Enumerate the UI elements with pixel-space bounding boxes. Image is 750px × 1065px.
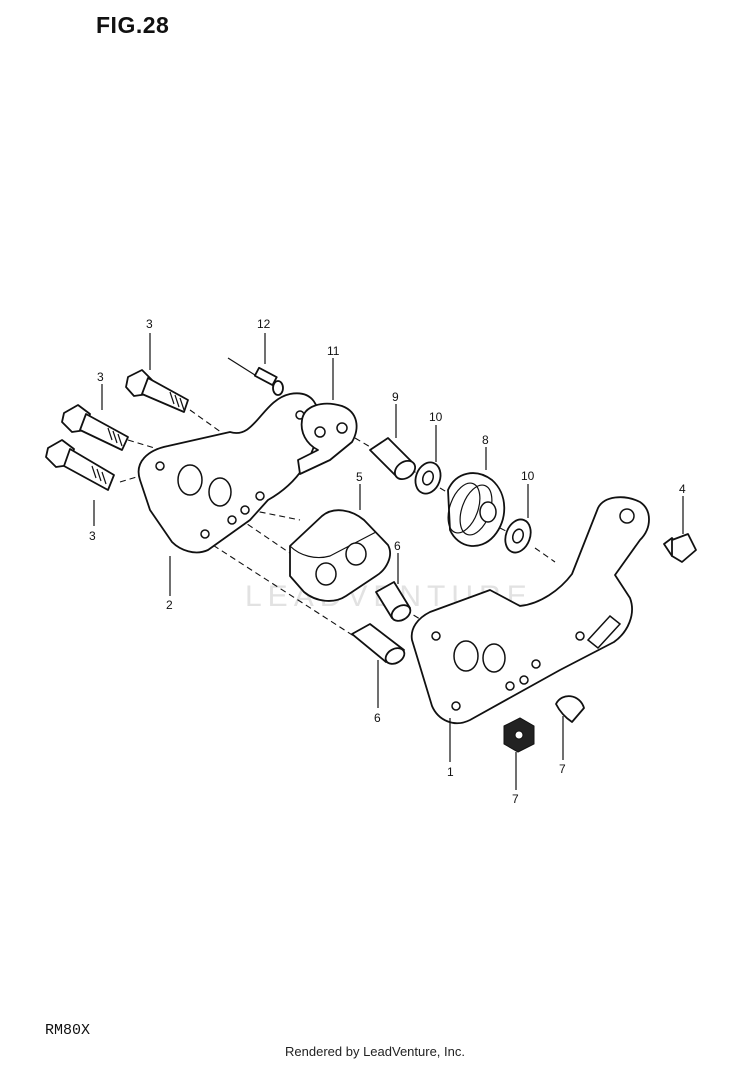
part-10-washer-left bbox=[414, 461, 442, 495]
callout-3-top: 3 bbox=[146, 317, 153, 331]
part-3-bolt-upper bbox=[125, 369, 189, 413]
callout-8: 8 bbox=[482, 433, 489, 447]
callout-7-nut: 7 bbox=[512, 792, 519, 806]
callout-7-clip: 7 bbox=[559, 762, 566, 776]
part-5-damper-block bbox=[289, 509, 391, 602]
part-2-left-mounting-plate bbox=[137, 392, 320, 554]
part-8-rubber-bushing bbox=[447, 472, 506, 547]
callout-3-bottom: 3 bbox=[89, 529, 96, 543]
part-9-spacer bbox=[369, 437, 417, 480]
callout-6-upper: 6 bbox=[394, 539, 401, 553]
model-code: RM80X bbox=[45, 1022, 91, 1039]
part-3-bolt-middle bbox=[61, 404, 129, 451]
callout-1: 1 bbox=[447, 765, 454, 779]
part-4-flange-bolt bbox=[663, 533, 697, 563]
callout-3-middle: 3 bbox=[97, 370, 104, 384]
callout-4: 4 bbox=[679, 482, 686, 496]
part-10-washer-right bbox=[504, 518, 532, 554]
callout-leaders bbox=[93, 333, 684, 790]
part-7-nut bbox=[503, 717, 535, 753]
part-11-bracket bbox=[297, 402, 358, 475]
callout-10-left: 10 bbox=[429, 410, 443, 424]
callout-11: 11 bbox=[327, 344, 340, 358]
callout-2: 2 bbox=[166, 598, 173, 612]
part-3-bolt-lower bbox=[45, 439, 115, 491]
callout-9: 9 bbox=[392, 390, 399, 404]
part-12-rivet bbox=[227, 357, 284, 396]
part-1-right-mounting-plate bbox=[410, 496, 650, 725]
figure-title: FIG.28 bbox=[96, 12, 170, 38]
footer-credit: Rendered by LeadVenture, Inc. bbox=[285, 1044, 465, 1059]
part-6-collar-upper bbox=[375, 581, 412, 622]
callout-6-lower: 6 bbox=[374, 711, 381, 725]
callout-5: 5 bbox=[356, 470, 363, 484]
callout-12: 12 bbox=[257, 317, 271, 331]
part-6-collar-lower bbox=[351, 623, 406, 665]
part-7-clip bbox=[555, 695, 585, 723]
callout-10-right: 10 bbox=[521, 469, 535, 483]
